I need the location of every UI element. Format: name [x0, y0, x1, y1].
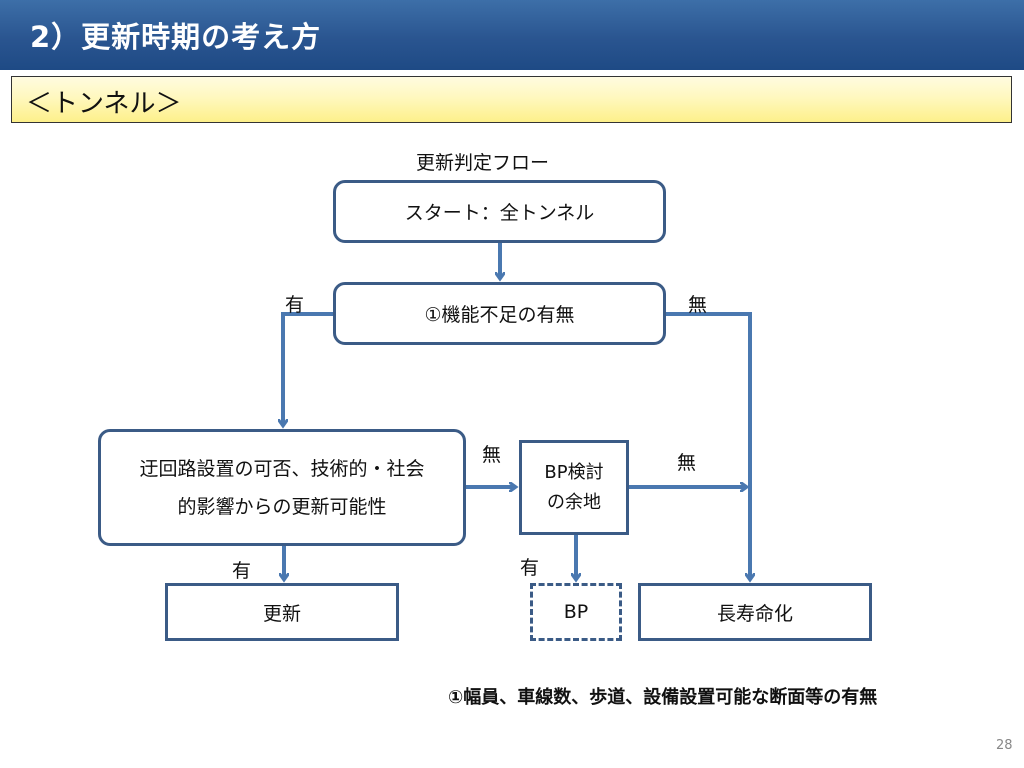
- section-title: ＜トンネル＞: [26, 89, 182, 119]
- bp-result-box: BP: [530, 583, 622, 641]
- q1-yes-label: 有: [285, 294, 305, 316]
- start-box: スタート：全トンネル: [333, 180, 666, 243]
- flow-title: 更新判定フロー: [416, 152, 550, 174]
- longevity-label: 長寿命化: [716, 602, 793, 625]
- start-label: スタート：全トンネル: [404, 202, 595, 224]
- detour-feasibility-box: 迂回路設置の可否、技術的・社会 的影響からの更新可能性: [98, 429, 466, 546]
- detour-label-line2: 的影響からの更新可能性: [177, 495, 387, 518]
- page-number: 28: [996, 738, 1013, 753]
- page-title: 2）更新時期の考え方: [30, 20, 322, 54]
- arrow-q1-yes-to-detour: [283, 312, 333, 425]
- arrow-q1-no-to-longlife: [666, 312, 750, 579]
- function-deficiency-label: ①機能不足の有無: [424, 304, 575, 326]
- longevity-box: 長寿命化: [638, 583, 872, 641]
- section-banner: ＜トンネル＞: [11, 76, 1012, 123]
- detour-label-line1: 迂回路設置の可否、技術的・社会: [139, 457, 425, 480]
- update-label: 更新: [262, 602, 301, 625]
- footnote: ①幅員、車線数、歩道、設備設置可能な断面等の有無: [448, 687, 878, 708]
- title-bar: 2）更新時期の考え方: [0, 0, 1024, 70]
- bp-result-label: BP: [563, 601, 589, 623]
- function-deficiency-box: ①機能不足の有無: [333, 282, 666, 345]
- detour-yes-label: 有: [232, 560, 252, 582]
- update-box: 更新: [165, 583, 399, 641]
- bp-label-line1: BP検討: [544, 461, 604, 483]
- bp-consideration-box: BP検討 の余地: [519, 440, 629, 535]
- detour-no-label: 無: [482, 444, 502, 466]
- bp-yes-label: 有: [520, 557, 540, 579]
- q1-no-label: 無: [688, 294, 708, 316]
- bp-no-label: 無: [677, 452, 697, 474]
- bp-label-line2: の余地: [546, 491, 601, 513]
